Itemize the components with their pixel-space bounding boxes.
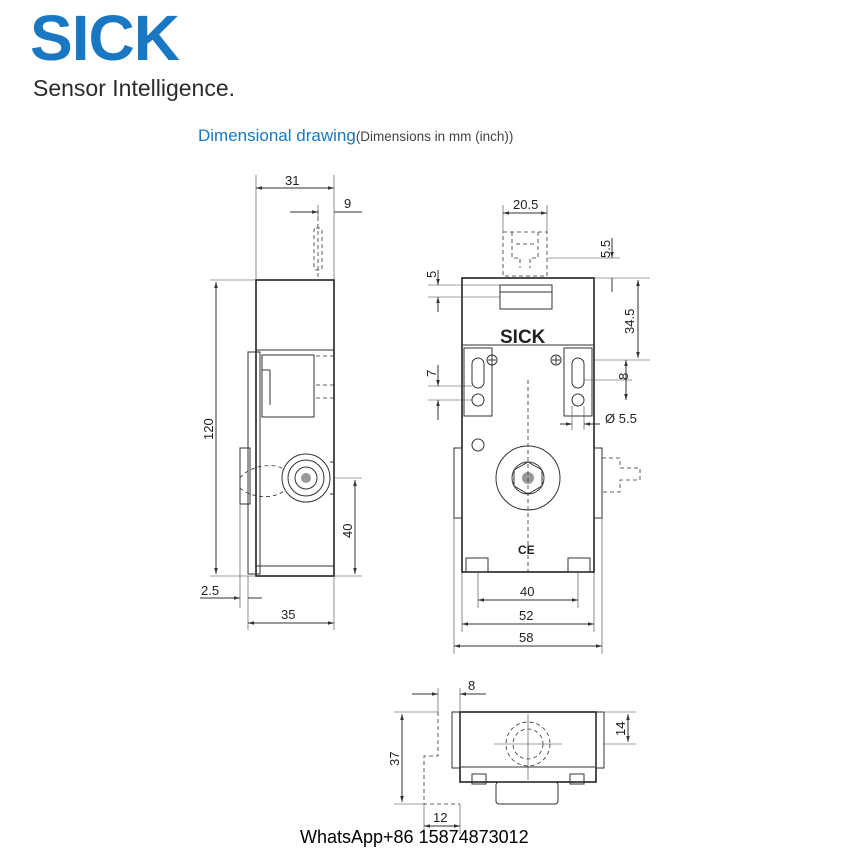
dim-side-31: 31	[285, 173, 299, 188]
side-view: 31 9 120 40 2.5 35	[200, 173, 362, 630]
dim-front-8: 8	[616, 373, 631, 380]
dim-front-34-5: 34.5	[622, 309, 637, 334]
dim-bottom-12: 12	[433, 810, 447, 825]
brand-tagline: Sensor Intelligence.	[33, 75, 236, 101]
dim-front-20-5: 20.5	[513, 197, 538, 212]
dim-bottom-14: 14	[613, 722, 628, 736]
dim-bottom-37: 37	[387, 752, 402, 766]
dim-front-5: 5	[424, 271, 439, 278]
dim-front-52: 52	[519, 608, 533, 623]
dim-front-7: 7	[424, 370, 439, 377]
dim-front-hole-diameter: Ø 5.5	[605, 411, 637, 426]
dim-side-9: 9	[344, 196, 351, 211]
drawing-title-sub: (Dimensions in mm (inch))	[355, 129, 514, 144]
contact-text: WhatsApp+86 15874873012	[300, 827, 529, 847]
bottom-view: 8 14 37 12	[387, 678, 636, 834]
dim-bottom-8: 8	[468, 678, 475, 693]
sick-logo: SICK	[30, 2, 180, 74]
dim-side-35: 35	[281, 607, 295, 622]
embossed-logo: SICK	[500, 327, 546, 348]
drawing-title: Dimensional drawing(Dimensions in mm (in…	[198, 126, 513, 147]
dim-front-5-5: 5.5	[598, 240, 613, 258]
front-view: SICK CE 20.5	[424, 197, 650, 654]
dim-side-40: 40	[340, 524, 355, 538]
svg-text:CE: CE	[518, 543, 535, 557]
dim-front-58: 58	[519, 630, 533, 645]
dim-side-2-5: 2.5	[201, 583, 219, 598]
drawing-title-main: Dimensional drawing	[198, 126, 356, 145]
dim-front-40: 40	[520, 584, 534, 599]
dim-side-120: 120	[201, 418, 216, 440]
